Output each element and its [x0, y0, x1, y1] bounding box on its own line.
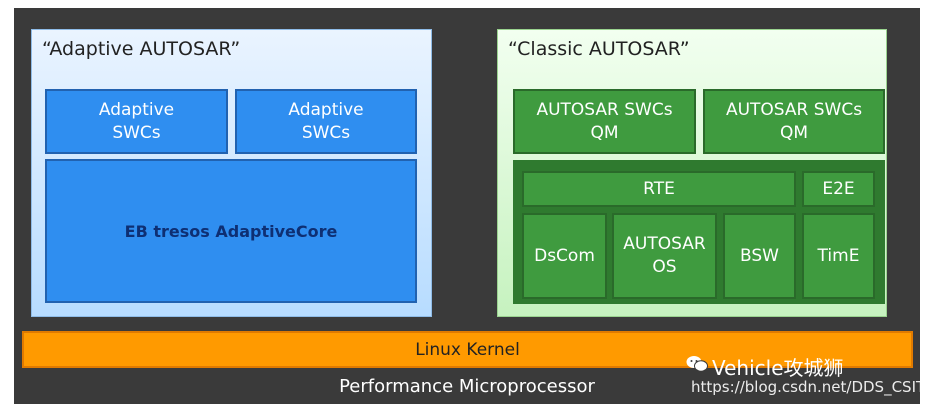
- performance-microprocessor-label: Performance Microprocessor: [339, 375, 595, 397]
- time-box: TimE: [802, 213, 875, 299]
- linux-kernel-bar: Linux Kernel: [22, 331, 913, 368]
- adaptive-swcs-box-1: Adaptive SWCs: [45, 89, 228, 154]
- adaptive-swcs-box-2: Adaptive SWCs: [235, 89, 417, 154]
- bsw-box: BSW: [723, 213, 796, 299]
- e2e-box: E2E: [802, 171, 875, 207]
- autosar-swcs-qm-box-2: AUTOSAR SWCs QM: [703, 89, 885, 154]
- classic-panel-title: “Classic AUTOSAR”: [508, 38, 690, 60]
- watermark-url: https://blog.csdn.net/DDS_CSIT: [691, 378, 926, 396]
- wechat-icon: [686, 356, 708, 372]
- autosar-os-box: AUTOSAR OS: [612, 213, 717, 299]
- watermark-brand: Vehicle攻城狮: [712, 356, 844, 380]
- eb-tresos-adaptive-core-box: EB tresos AdaptiveCore: [45, 159, 417, 303]
- adaptive-panel-title: “Adaptive AUTOSAR”: [42, 38, 241, 60]
- rte-box: RTE: [522, 171, 796, 207]
- dscom-box: DsCom: [522, 213, 607, 299]
- autosar-swcs-qm-box-1: AUTOSAR SWCs QM: [513, 89, 696, 154]
